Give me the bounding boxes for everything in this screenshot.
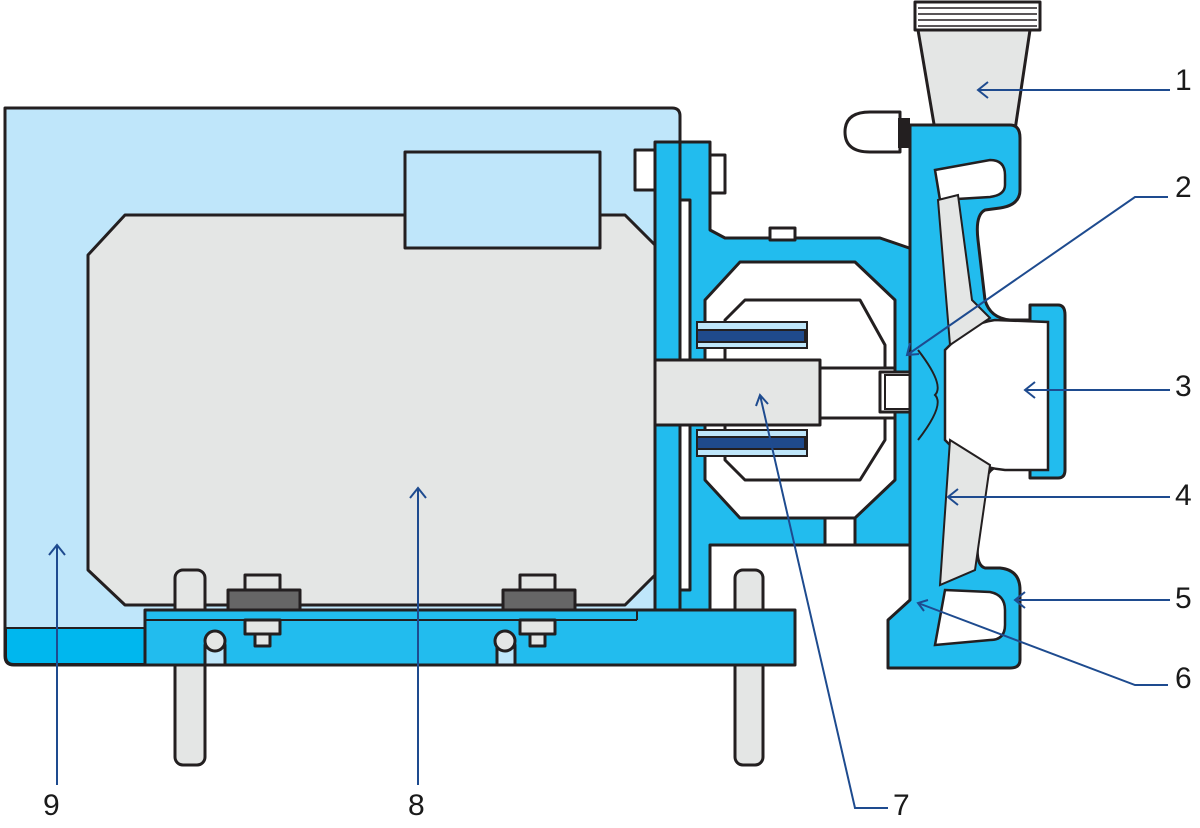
pump-casing xyxy=(886,123,1067,670)
callout-6: 6 xyxy=(1175,662,1192,695)
magnet xyxy=(696,329,806,343)
leader-lines xyxy=(48,81,1170,809)
callout-2: 2 xyxy=(1175,171,1192,204)
callout-9: 9 xyxy=(43,789,60,822)
terminal-box xyxy=(403,150,602,250)
callout-4: 4 xyxy=(1175,479,1192,512)
bolt-icon xyxy=(708,153,727,195)
bolt-icon xyxy=(633,148,657,192)
callout-1: 1 xyxy=(1175,64,1192,97)
callout-7: 7 xyxy=(893,789,910,822)
inlet-pipe xyxy=(843,0,1042,154)
base-plate xyxy=(143,573,797,667)
callout-3: 3 xyxy=(1175,370,1192,403)
motor-body xyxy=(86,150,657,607)
shaft xyxy=(653,358,822,427)
callout-labels: 1 2 3 4 5 6 7 8 9 xyxy=(43,64,1192,822)
magnet xyxy=(696,436,806,450)
shaft-assembly xyxy=(653,321,937,457)
callout-5: 5 xyxy=(1175,582,1192,615)
callout-8: 8 xyxy=(408,789,425,822)
